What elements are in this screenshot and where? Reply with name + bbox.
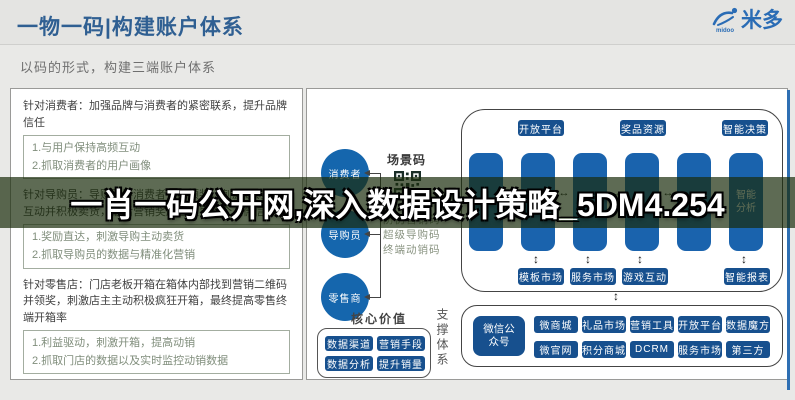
watermark-text: 一肖一码公开网,深入数据设计策略_5DM4.254 xyxy=(70,186,725,223)
benefit-item: 1.利益驱动，刺激开箱，提高动销 xyxy=(32,337,196,350)
bottom-chip: 微商城 xyxy=(534,316,578,333)
platform-chip: 智能决策 xyxy=(722,120,768,136)
logo-text: 米多 xyxy=(741,9,783,32)
core-value-chip: 提升销量 xyxy=(377,356,425,371)
bottom-chip: 积分商城 xyxy=(582,341,626,358)
page-title: 一物一码|构建账户体系 xyxy=(17,16,244,39)
connector-line xyxy=(380,173,381,298)
module-chip: 服务市场 xyxy=(570,268,616,285)
benefit-list-consumer: 1.与用户保持高频互动 2.抓取消费者的用户画像 xyxy=(23,135,290,180)
double-arrow-v-icon: ↕ xyxy=(637,252,643,266)
bottom-chip: 数据魔方 xyxy=(726,316,770,333)
double-arrow-v-icon: ↕ xyxy=(585,252,591,266)
arrow-left-icon xyxy=(364,231,370,237)
core-value-title: 核心价值 xyxy=(350,312,407,326)
role-label: 导购员 xyxy=(328,230,362,242)
role-circle-retailer: 零售商 xyxy=(321,273,369,321)
bottom-chip: 服务市场 xyxy=(678,341,722,358)
benefit-item: 2.抓取门店的数据以及实时监控动销数据 xyxy=(32,355,229,368)
core-value-box: 数据渠道 营销手段 数据分析 提升销量 xyxy=(317,328,431,378)
module-chip: 模板市场 xyxy=(518,268,564,285)
bottom-chip: 营销工具 xyxy=(630,316,674,333)
wechat-account-chip: 微信公众号 xyxy=(473,316,525,356)
benefit-item: 1.与用户保持高频互动 xyxy=(32,142,141,154)
section-heading-consumer: 针对消费者：加强品牌与消费者的紧密联系，提升品牌信任 xyxy=(23,100,287,129)
double-arrow-v-icon: ↕ xyxy=(613,289,619,303)
bottom-chip: 礼品市场 xyxy=(582,316,626,333)
benefit-list-guide: 1.奖励直达，刺激导购主动卖货 2.抓取导购员的数据与精准化营销 xyxy=(23,224,290,269)
bottom-platform-box xyxy=(461,305,783,367)
benefit-item: 2.抓取导购员的数据与精准化营销 xyxy=(32,249,196,262)
arrow-left-icon xyxy=(364,294,370,300)
benefit-list-retailer: 1.利益驱动，刺激开箱，提高动销 2.抓取门店的数据以及实时监控动销数据 xyxy=(23,330,290,375)
scene-code-label: 场景码 xyxy=(387,153,427,167)
connector-line xyxy=(370,234,380,235)
right-edge-line xyxy=(787,90,790,390)
code-type-item: 终端动销码 xyxy=(383,244,441,256)
platform-chip: 开放平台 xyxy=(518,120,564,136)
core-value-chip: 数据渠道 xyxy=(325,336,373,351)
logo-subtext: midoo xyxy=(716,28,734,34)
code-type-item: 超级导购码 xyxy=(383,229,441,241)
support-system-label: 支撑体系 xyxy=(435,308,449,368)
brand-logo: midoo 米多 xyxy=(711,4,783,34)
benefits-panel: 针对消费者：加强品牌与消费者的紧密联系，提升品牌信任 1.与用户保持高频互动 2… xyxy=(10,88,303,380)
role-label: 消费者 xyxy=(328,169,362,181)
double-arrow-v-icon: ↕ xyxy=(533,252,539,266)
core-value-chip: 营销手段 xyxy=(377,336,425,351)
role-label: 零售商 xyxy=(328,293,362,305)
module-chip: 智能报表 xyxy=(724,268,770,285)
wechat-account-label: 微信公众号 xyxy=(483,323,515,348)
page-subtitle: 以码的形式，构建三端账户体系 xyxy=(20,60,217,75)
core-value-chip: 数据分析 xyxy=(325,356,373,371)
diagram-panel: 消费者 导购员 零售商 场景码 xyxy=(306,88,788,380)
midoo-logo-icon: midoo xyxy=(711,5,739,34)
module-chip: 游戏互动 xyxy=(622,268,668,285)
double-arrow-v-icon: ↕ xyxy=(741,252,747,266)
watermark-overlay: 一肖一码公开网,深入数据设计策略_5DM4.254 xyxy=(0,177,795,228)
connector-line xyxy=(370,297,380,298)
bottom-chip: 开放平台 xyxy=(678,316,722,333)
arrow-left-icon xyxy=(364,170,370,176)
benefit-item: 2.抓取消费者的用户画像 xyxy=(32,160,152,173)
benefit-item: 1.奖励直达，刺激导购主动卖货 xyxy=(32,231,185,244)
bottom-chip: DCRM xyxy=(630,341,674,358)
connector-line xyxy=(370,173,380,174)
section-heading-retailer: 针对零售店：门店老板开箱在箱体内部找到营销二维码并领奖，刺激店主主动积极疯狂开箱… xyxy=(23,278,287,324)
bottom-chip: 第三方 xyxy=(726,341,770,358)
bottom-chip: 微官网 xyxy=(534,341,578,358)
header-bar xyxy=(0,0,795,45)
platform-chip: 奖品资源 xyxy=(620,120,666,136)
